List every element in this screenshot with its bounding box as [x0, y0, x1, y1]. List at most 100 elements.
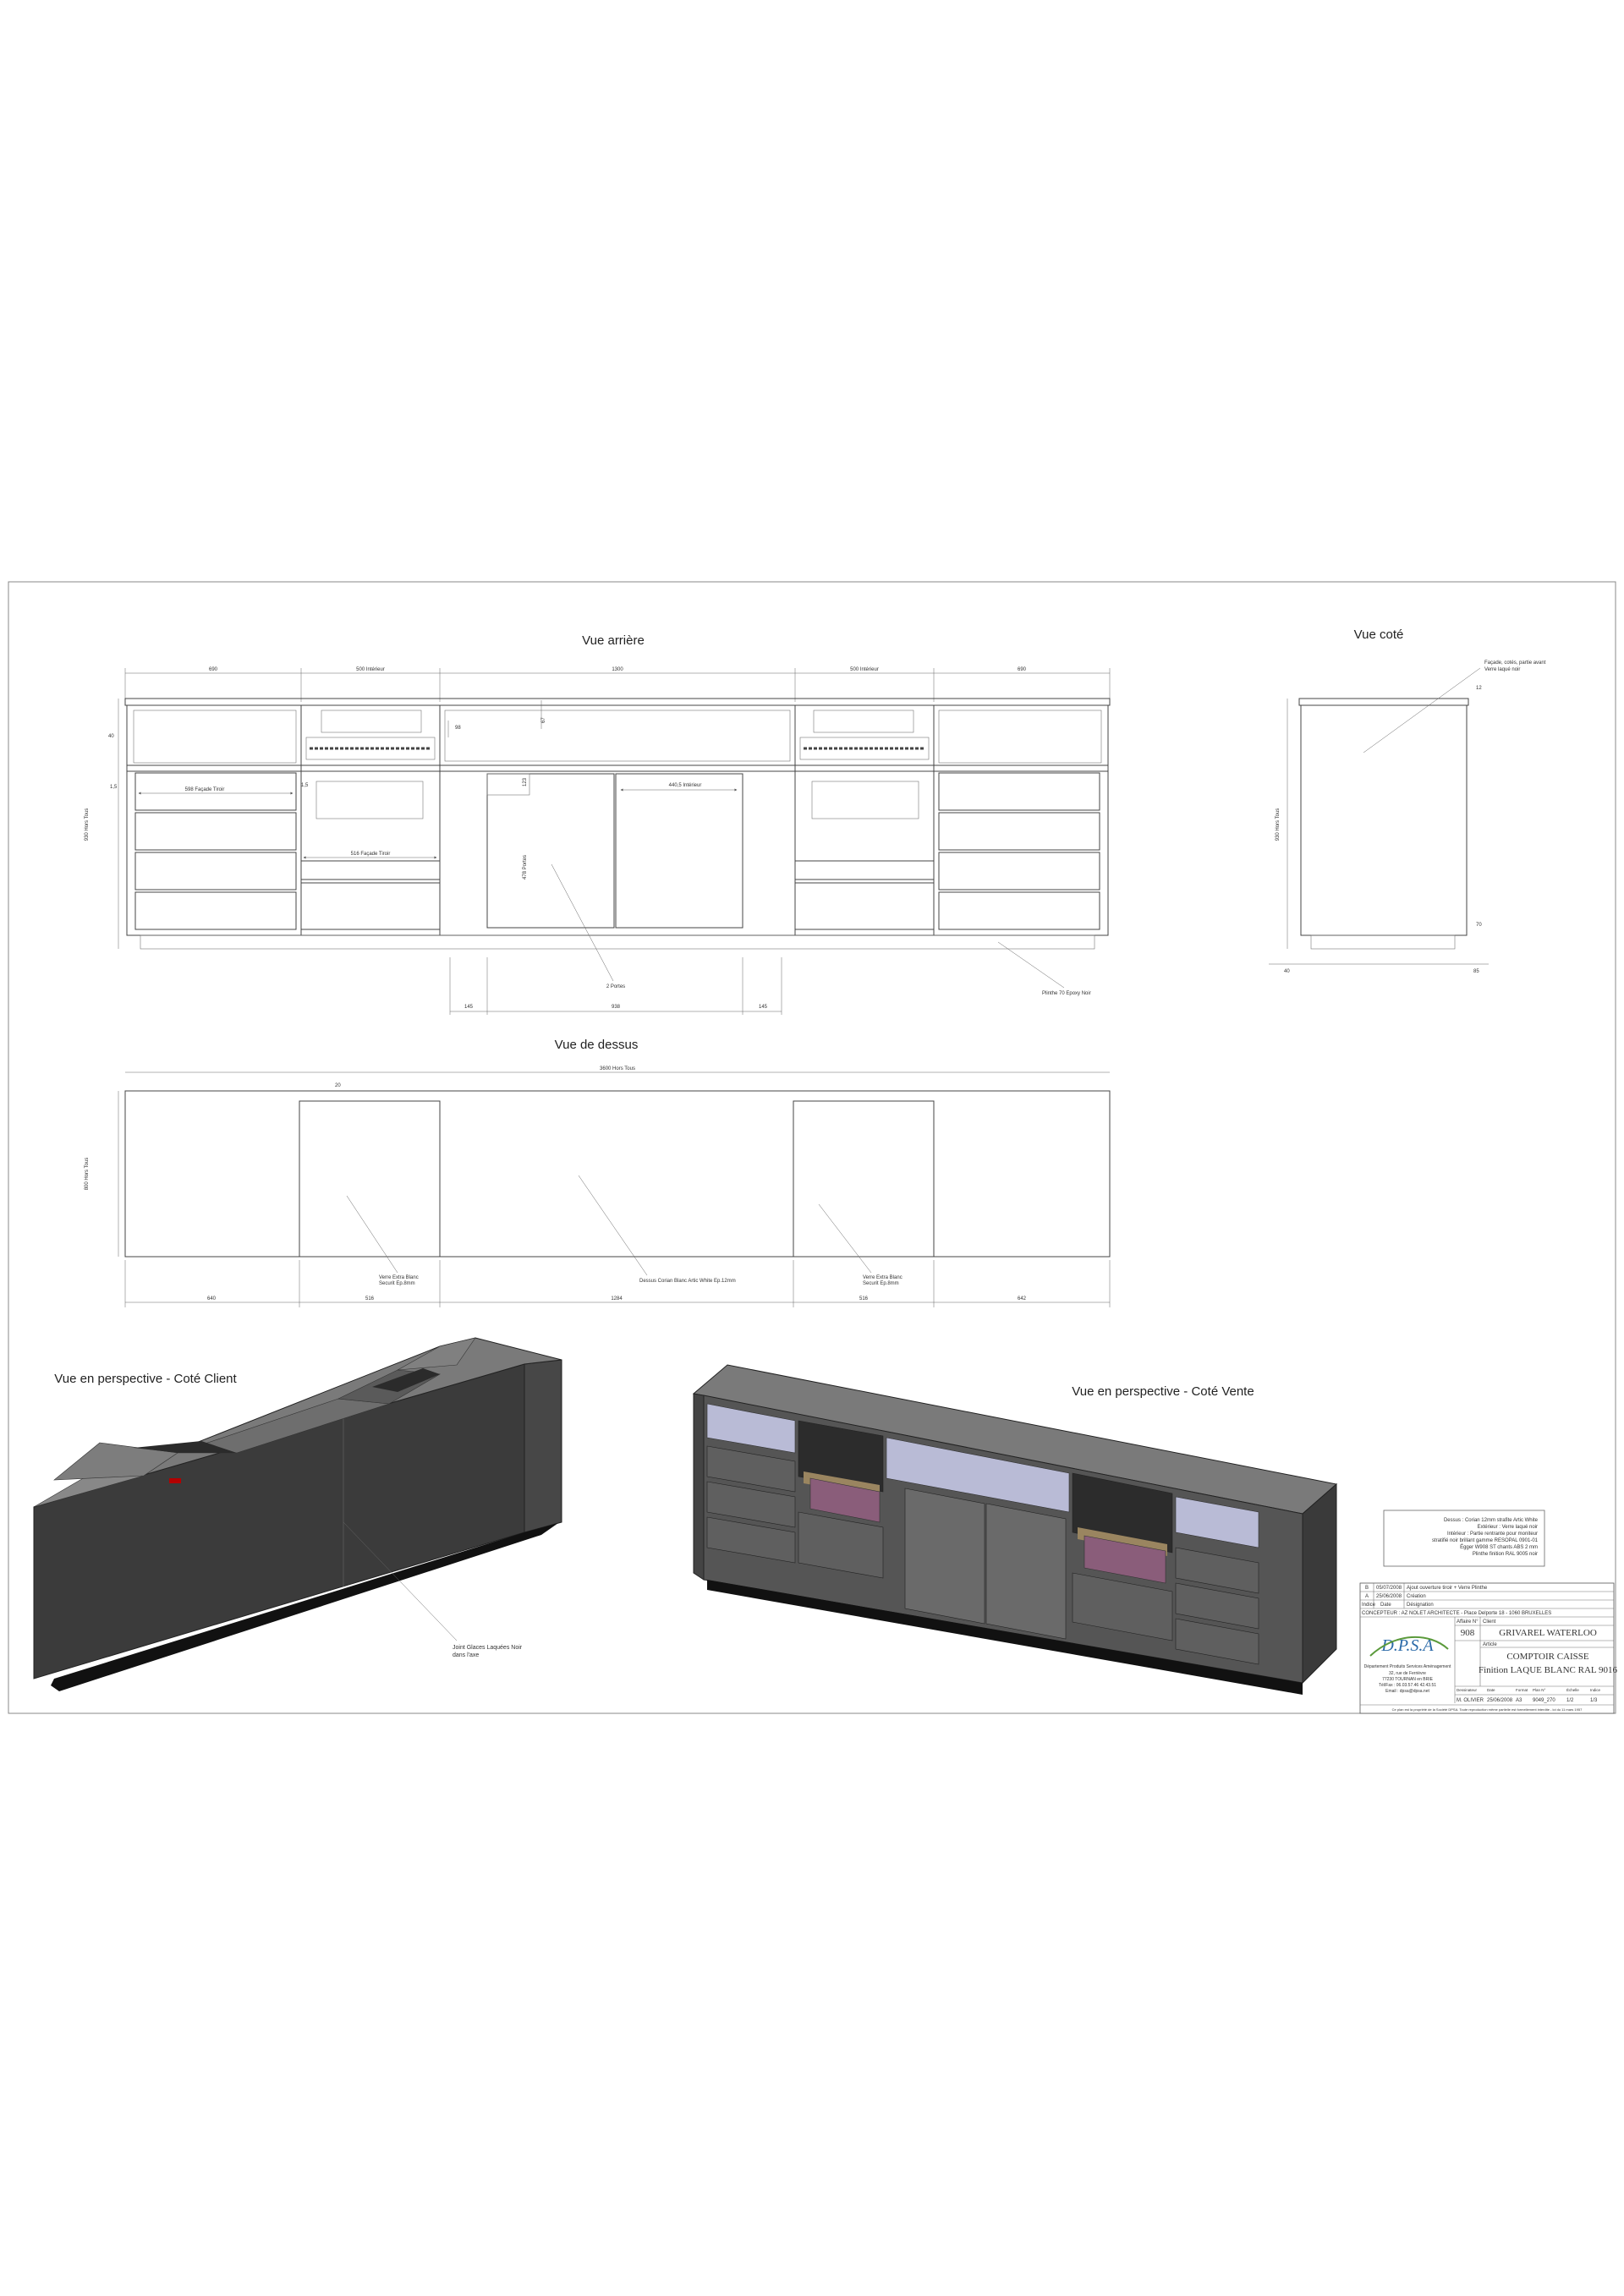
dim-478-portes: 478 Portes [523, 855, 528, 879]
company-tel: Tél/Fax : 06.03.57.46 42.43.51 [1379, 1683, 1436, 1688]
dim-930-hors-tous: 930 Hors Tous [85, 808, 90, 841]
indice-value: 1/3 [1590, 1698, 1598, 1703]
rev-a-text: Création [1407, 1594, 1426, 1599]
rear-view-title: Vue arrière [582, 633, 645, 648]
perspective-vente-side: Vue en perspective - Coté Vente [692, 1364, 1338, 1695]
dim-rear-690-left: 690 [209, 667, 218, 672]
side-note-line2: Verre laqué noir [1484, 667, 1520, 672]
rev-b: B [1365, 1586, 1369, 1591]
drawer-front [938, 812, 1100, 851]
dim-gap-1-5-a: 1,5 [110, 785, 118, 790]
rev-header-indice: Indice [1362, 1603, 1376, 1608]
dpsa-logo: D.P.S.A [1380, 1636, 1434, 1655]
dim-rear-690-right: 690 [1018, 667, 1027, 672]
concepteur: CONCEPTEUR : AZ NOLET ARCHITECTE - Place… [1362, 1611, 1551, 1616]
dim-top-20: 20 [335, 1083, 341, 1088]
rear-left-cabinet: 598 Façade Tiroir [133, 710, 297, 930]
affaire-label: Affaire N° [1457, 1619, 1479, 1625]
client-name: GRIVAREL WATERLOO [1499, 1628, 1597, 1638]
rear-view: Vue arrière 690 500 Intérieur 1300 500 I… [85, 633, 1111, 1015]
rear-worktop [124, 698, 1111, 706]
rev-a-date: 25/06/2008 [1376, 1594, 1402, 1599]
date-value: 25/06/2008 [1487, 1698, 1513, 1703]
dim-98: 98 [455, 726, 461, 731]
top-view: Vue de dessus 3600 Hors Tous 20 800 Hors… [85, 1038, 1111, 1307]
dim-top-640: 640 [207, 1296, 217, 1301]
dessinateur-label: Dessinateur [1457, 1688, 1478, 1692]
glass1-label-l1: Verre Extra Blanc [379, 1275, 419, 1280]
drawer-front [134, 772, 297, 811]
dim-145-a: 145 [464, 1005, 474, 1010]
sheet-frame [8, 581, 1616, 1714]
company-name: Département Produits Services Aménagemen… [1364, 1664, 1451, 1669]
glass2-label-l1: Verre Extra Blanc [863, 1275, 903, 1280]
dessinateur: M. OLIVIER [1457, 1698, 1484, 1703]
side-plinth [1310, 934, 1456, 950]
dim-side-930: 930 Hors Tous [1276, 808, 1281, 841]
rear-center-doors: 67 123 440,5 Intérieur 478 Portes 2 Port… [444, 700, 791, 989]
dim-top-642: 642 [1018, 1296, 1027, 1301]
persp-note-l2: dans l'axe [453, 1652, 479, 1658]
rear-right-cabinet [938, 710, 1102, 930]
dim-side-70: 70 [1476, 923, 1482, 928]
corian-label: Dessus Corian Blanc Artic White Ep.12mm [639, 1279, 736, 1284]
dim-3600-hors-tous: 3600 Hors Tous [600, 1066, 635, 1071]
drawer-front [938, 772, 1100, 811]
dim-145-b: 145 [759, 1005, 768, 1010]
rev-b-text: Ajout ouverture tiroir + Verre Plinthe [1407, 1586, 1488, 1591]
dim-938: 938 [612, 1005, 621, 1010]
article-finition: Finition LAQUE BLANC RAL 9016 [1479, 1665, 1617, 1675]
title-block: B 05/07/2008 Ajout ouverture tiroir + Ve… [1359, 1582, 1617, 1714]
legend-l5: Égger W908 ST chants ABS 2 mm [1460, 1544, 1538, 1550]
plan-value: 9049_270 [1533, 1698, 1555, 1703]
door-left [486, 773, 615, 929]
legend-l1: Dessus : Corian 12mm strafite Artic Whit… [1444, 1518, 1539, 1523]
dim-800-hors-tous: 800 Hors Tous [85, 1158, 90, 1191]
persp-vente-title: Vue en perspective - Coté Vente [1072, 1384, 1254, 1399]
dim-598-facade: 598 Façade Tiroir [185, 787, 225, 792]
side-view: Vue coté Façade, cotés, partie avant Ver… [1269, 627, 1546, 974]
company-email: Email : dpsa@dpsa.net [1385, 1689, 1429, 1694]
rear-body [126, 704, 1109, 936]
dim-side-40: 40 [1284, 969, 1290, 974]
echelle-value: 1/2 [1566, 1698, 1574, 1703]
rev-a: A [1365, 1594, 1369, 1599]
dim-side-12: 12 [1476, 686, 1482, 691]
drawer-front [938, 891, 1100, 930]
rev-b-date: 05/07/2008 [1376, 1586, 1402, 1591]
date-label: Date [1487, 1688, 1495, 1692]
dim-67: 67 [541, 717, 546, 723]
dim-40: 40 [108, 734, 114, 739]
rear-top-dimensions: 690 500 Intérieur 1300 500 Intérieur 690 [124, 667, 1111, 702]
dim-rear-500-int-2: 500 Intérieur [850, 667, 879, 672]
top-glass-1 [299, 1100, 441, 1258]
dim-rear-1300: 1300 [612, 667, 623, 672]
top-glass-2 [793, 1100, 935, 1258]
legend-l4: stratifié noir brillant gamme RESOPAL 09… [1432, 1538, 1539, 1543]
dim-440-interieur: 440,5 Intérieur [669, 783, 702, 788]
door-right [615, 773, 743, 929]
dim-rear-500-int-1: 500 Intérieur [356, 667, 385, 672]
affaire-number: 908 [1461, 1628, 1475, 1638]
logo-swoosh-icon [1369, 1636, 1449, 1657]
company-addr2: 77230 TOURNAN en BRIE [1382, 1677, 1434, 1682]
echelle-label: Échelle [1566, 1687, 1579, 1692]
company-addr1: 32, rue de Ferrièvre [1389, 1671, 1426, 1676]
dim-gap-1-5-b: 1,5 [301, 783, 309, 788]
legend-l3: Intérieur : Partie rentrante pour monite… [1447, 1532, 1538, 1537]
label-plinthe: Plinthe 70 Epoxy Noir [1042, 991, 1091, 996]
dim-top-516-a: 516 [365, 1296, 375, 1301]
top-outline [124, 1090, 1111, 1258]
dim-516-facade: 516 Façade Tiroir [351, 852, 391, 857]
glass2-label-l2: Securit Ep.8mm [863, 1281, 899, 1286]
side-worktop [1298, 698, 1469, 706]
dim-side-85: 85 [1473, 969, 1479, 974]
dim-123: 123 [523, 777, 528, 786]
side-note-line1: Façade, cotés, partie avant [1484, 660, 1546, 666]
side-view-title: Vue coté [1354, 627, 1404, 642]
persp-client-title: Vue en perspective - Coté Client [54, 1372, 237, 1386]
legend-l6: Plinthe finition RAL 9005 noir [1473, 1552, 1538, 1557]
side-body [1300, 704, 1468, 936]
top-view-title: Vue de dessus [555, 1038, 639, 1052]
